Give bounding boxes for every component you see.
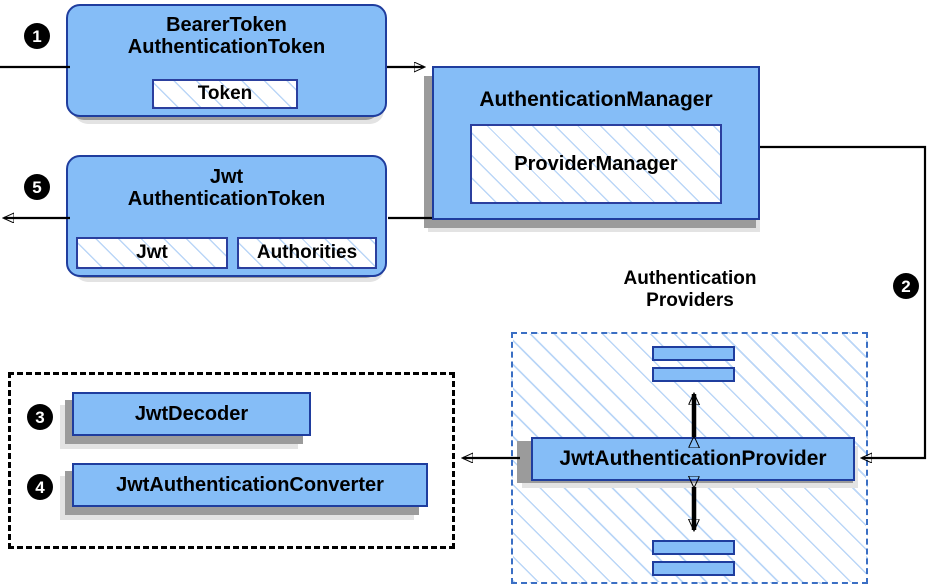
step-marker-2: 2 xyxy=(893,273,919,299)
step-marker-3: 3 xyxy=(27,404,53,430)
step-marker-1: 1 xyxy=(24,23,50,49)
provider-stack-bottom-bar-1 xyxy=(652,540,735,555)
providers-label-line1: Authentication xyxy=(623,268,757,289)
step-marker-4-number: 4 xyxy=(35,477,45,497)
bearer-token-line1: BearerToken xyxy=(166,14,287,36)
step-marker-5: 5 xyxy=(24,174,50,200)
step-marker-1-number: 1 xyxy=(32,26,42,46)
providers-label-line2: Providers xyxy=(646,289,734,311)
jwt-provider-label: JwtAuthenticationProvider xyxy=(559,447,827,471)
step-marker-2-number: 2 xyxy=(901,276,911,296)
token-subbox[interactable]: Token xyxy=(152,79,298,109)
jwt-subbox-label: Jwt xyxy=(136,242,168,263)
bearer-token-line2: AuthenticationToken xyxy=(127,36,326,59)
provider-stack-top-bar-1 xyxy=(652,346,735,361)
jwt-token-line1: Jwt xyxy=(209,166,244,188)
authorities-subbox-label: Authorities xyxy=(256,242,358,263)
jwt-decoder-label: JwtDecoder xyxy=(134,402,249,425)
provider-stack-bottom-bar-2 xyxy=(652,561,735,576)
step-marker-5-number: 5 xyxy=(32,177,42,197)
token-label: Token xyxy=(197,83,253,104)
jwt-decoder[interactable]: JwtDecoder xyxy=(72,392,311,436)
jwt-subbox[interactable]: Jwt xyxy=(76,237,228,269)
authentication-providers-label: Authentication Providers xyxy=(560,268,820,312)
authentication-manager-title: AuthenticationManager xyxy=(479,88,713,111)
jwt-token-line2: AuthenticationToken xyxy=(127,188,326,211)
provider-stack-top-bar-2 xyxy=(652,367,735,382)
jwt-authentication-converter[interactable]: JwtAuthenticationConverter xyxy=(72,463,428,507)
connector-manager-to-provider xyxy=(760,145,927,458)
step-marker-3-number: 3 xyxy=(35,407,45,427)
provider-manager-label: ProviderManager xyxy=(514,152,678,175)
authorities-subbox[interactable]: Authorities xyxy=(237,237,377,269)
step-marker-4: 4 xyxy=(27,474,53,500)
jwt-converter-label: JwtAuthenticationConverter xyxy=(116,473,384,496)
provider-manager-subbox[interactable]: ProviderManager xyxy=(470,124,722,204)
